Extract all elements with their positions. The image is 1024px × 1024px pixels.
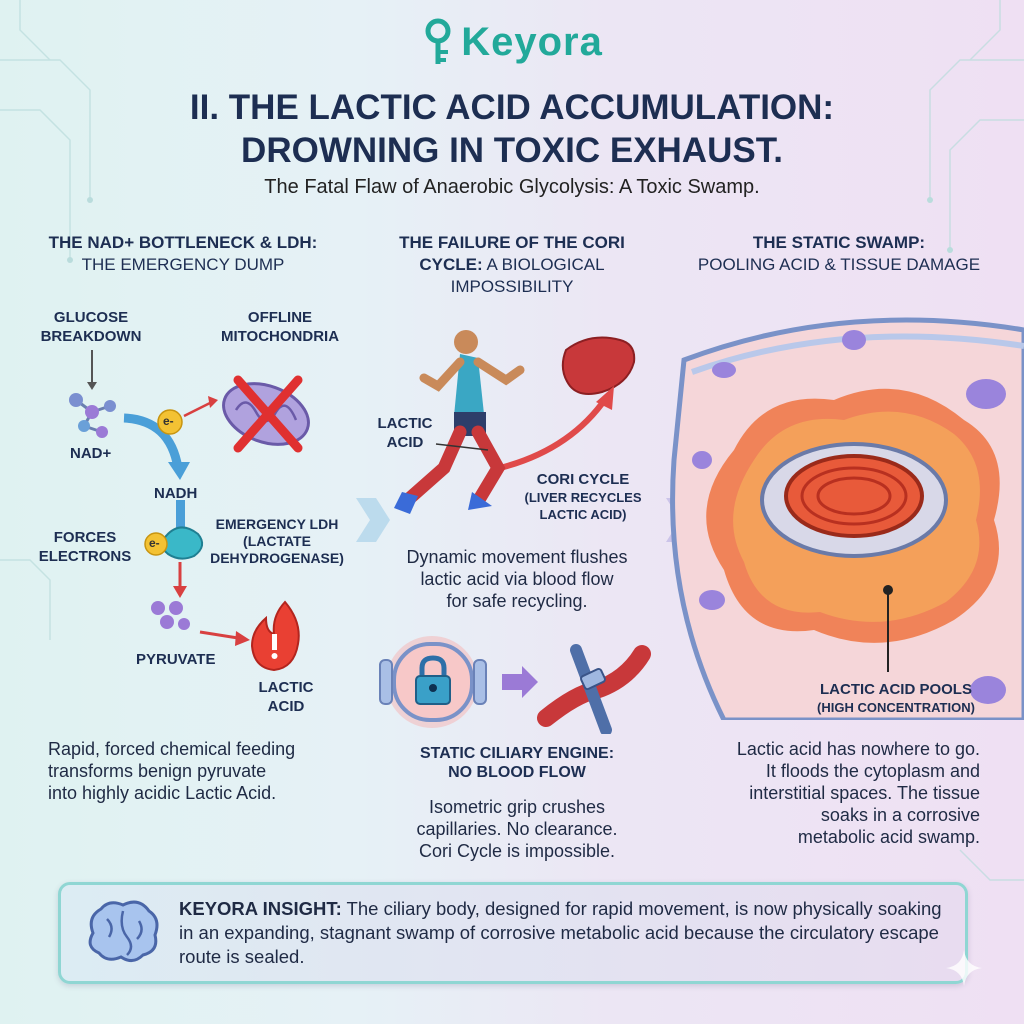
- flame-icon: [250, 600, 300, 672]
- crushed-vessel-icon: [537, 644, 651, 734]
- col3-body-line-4: soaks in a corrosive: [820, 805, 980, 825]
- col2-heading-rest-2: A BIOLOGICAL: [482, 255, 605, 274]
- dynamic-line-1: Dynamic movement flushes: [406, 547, 628, 567]
- col3-body-line-3: interstitial spaces. The tissue: [749, 783, 980, 803]
- static-engine-heading: STATIC CILIARY ENGINE: NO BLOOD FLOW: [372, 744, 662, 782]
- col2-heading-bold-1: THE FAILURE OF THE CORI: [399, 233, 625, 252]
- forces-label: FORCES ELECTRONS: [30, 528, 140, 566]
- col1-body-line-1: Rapid, forced chemical feeding: [48, 739, 296, 759]
- column-arrow-1: [356, 498, 390, 542]
- col3-heading-rest: POOLING ACID & TISSUE DAMAGE: [697, 255, 981, 274]
- forces-line-2: ELECTRONS: [38, 548, 132, 565]
- cori-line-3: LACTIC ACID): [539, 507, 627, 522]
- electron-label-2: e-: [149, 536, 160, 550]
- mito-line-2: MITOCHONDRIA: [220, 328, 340, 345]
- static-body-line-3: Cori Cycle is impossible.: [418, 841, 616, 861]
- static-head-line-1: STATIC CILIARY ENGINE:: [419, 745, 615, 762]
- col1-body: Rapid, forced chemical feeding transform…: [48, 738, 358, 804]
- lactic-acid-label-2: LACTIC ACID: [370, 414, 440, 452]
- dynamic-text: Dynamic movement flushes lactic acid via…: [372, 546, 662, 612]
- col2-heading-rest-3: IMPOSSIBILITY: [450, 277, 574, 296]
- mito-line-1: OFFLINE: [247, 309, 313, 326]
- lactic1-line-2: ACID: [267, 698, 305, 715]
- insight-label: KEYORA INSIGHT:: [179, 898, 342, 919]
- ldh-enzyme-icon: [161, 526, 204, 560]
- col2-heading: THE FAILURE OF THE CORI CYCLE: A BIOLOGI…: [362, 232, 662, 298]
- dynamic-line-2: lactic acid via blood flow: [420, 569, 614, 589]
- page-title: II. THE LACTIC ACID ACCUMULATION: DROWNI…: [0, 86, 1024, 172]
- liver-icon: [561, 336, 636, 395]
- col2-heading-bold-2: CYCLE:: [419, 255, 483, 274]
- static-head-line-2: NO BLOOD FLOW: [448, 764, 586, 781]
- page-subtitle: The Fatal Flaw of Anaerobic Glycolysis: …: [264, 176, 760, 198]
- col3-heading-bold: THE STATIC SWAMP:: [752, 233, 926, 252]
- logo-text: Keyora: [461, 19, 603, 64]
- electron-label-1: e-: [163, 414, 174, 428]
- lactic2-line-1: LACTIC: [377, 415, 433, 432]
- nad-label: NAD+: [70, 445, 112, 462]
- col1-heading-bold: THE NAD+ BOTTLENECK & LDH:: [48, 233, 318, 252]
- insight-body: The ciliary body, designed for rapid mov…: [179, 898, 942, 967]
- logo: Keyora: [0, 18, 1024, 66]
- forces-line-1: FORCES: [53, 529, 117, 546]
- key-icon: [425, 18, 451, 64]
- ldh-label: EMERGENCY LDH (LACTATE DEHYDROGENASE): [202, 516, 352, 567]
- static-engine-body: Isometric grip crushes capillaries. No c…: [372, 796, 662, 862]
- mitochondria-icon: [222, 375, 310, 453]
- col3-body-line-5: metabolic acid swamp.: [797, 827, 980, 847]
- insight-box: KEYORA INSIGHT: The ciliary body, design…: [58, 882, 968, 984]
- col1-heading-rest: THE EMERGENCY DUMP: [81, 255, 285, 274]
- title-line-1: II. THE LACTIC ACID ACCUMULATION:: [189, 88, 835, 127]
- glucose-line-2: BREAKDOWN: [40, 328, 142, 345]
- col3-body-line-2: It floods the cytoplasm and: [765, 761, 980, 781]
- lactic1-line-1: LACTIC: [258, 679, 314, 696]
- pools-line-1: LACTIC ACID POOLS: [820, 681, 972, 698]
- glucose-label: GLUCOSE BREAKDOWN: [36, 308, 146, 346]
- pyruvate-label: PYRUVATE: [136, 651, 216, 668]
- static-body-line-1: Isometric grip crushes: [428, 797, 606, 817]
- col1-heading: THE NAD+ BOTTLENECK & LDH: THE EMERGENCY…: [18, 232, 348, 276]
- ldh-line-3: DEHYDROGENASE): [210, 550, 344, 566]
- col3-body: Lactic acid has nowhere to go. It floods…: [684, 738, 980, 848]
- runner-icon: [394, 330, 525, 514]
- col3-body-line-1: Lactic acid has nowhere to go.: [736, 739, 980, 759]
- static-engine-illustration: [379, 636, 651, 734]
- runner-illustration: [394, 330, 636, 514]
- ldh-line-1: EMERGENCY LDH: [215, 516, 339, 532]
- glucose-line-1: GLUCOSE: [53, 309, 129, 326]
- pyruvate-icon: [151, 601, 190, 630]
- sparkle-icon: [946, 950, 982, 986]
- lactic-pools-label: LACTIC ACID POOLS (HIGH CONCENTRATION): [786, 680, 1006, 716]
- static-body-line-2: capillaries. No clearance.: [416, 819, 618, 839]
- brain-icon: [88, 900, 159, 962]
- tissue-swamp-illustration: [670, 317, 1024, 720]
- molecule-icon: [69, 393, 116, 438]
- insight-text: KEYORA INSIGHT: The ciliary body, design…: [179, 897, 949, 969]
- mitochondria-label: OFFLINE MITOCHONDRIA: [205, 308, 355, 346]
- lactic2-line-2: ACID: [386, 434, 424, 451]
- cori-line-2: (LIVER RECYCLES: [524, 490, 642, 505]
- title-line-2: DROWNING IN TOXIC EXHAUST.: [241, 131, 783, 170]
- cori-line-1: CORI CYCLE: [536, 471, 630, 488]
- cori-cycle-label: CORI CYCLE (LIVER RECYCLES LACTIC ACID): [508, 470, 658, 523]
- lactic-acid-label-1: LACTIC ACID: [246, 678, 326, 716]
- pools-line-2: (HIGH CONCENTRATION): [817, 700, 975, 715]
- glycolysis-diagram: [69, 350, 310, 672]
- nadh-label: NADH: [154, 485, 198, 502]
- col3-heading: THE STATIC SWAMP: POOLING ACID & TISSUE …: [674, 232, 1004, 276]
- col1-body-line-2: transforms benign pyruvate: [48, 761, 267, 781]
- dynamic-line-3: for safe recycling.: [446, 591, 588, 611]
- lock-icon: [415, 655, 451, 705]
- ldh-line-2: (LACTATE: [243, 533, 311, 549]
- col1-body-line-3: into highly acidic Lactic Acid.: [48, 783, 277, 803]
